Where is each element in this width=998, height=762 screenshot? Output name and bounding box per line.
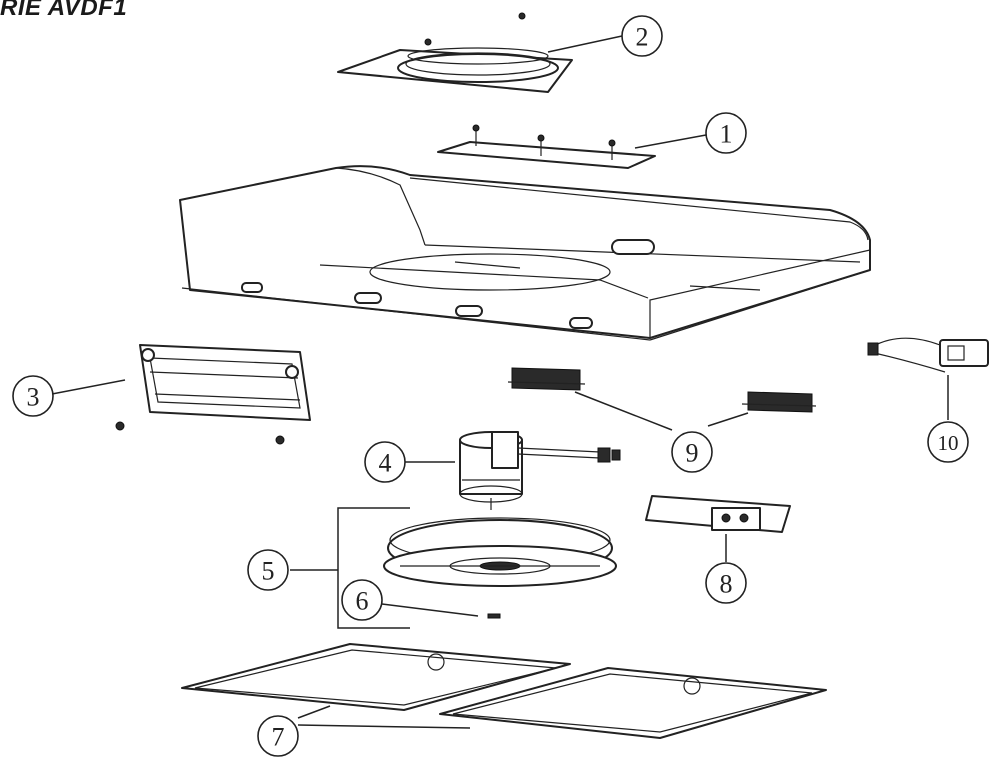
part-wiring-harness bbox=[867, 337, 989, 373]
part-filters bbox=[181, 643, 827, 739]
part-top-cover-plate bbox=[437, 124, 656, 169]
callout-7: 7 bbox=[257, 715, 299, 757]
leader-lines bbox=[51, 35, 949, 729]
callout-5: 5 bbox=[247, 549, 289, 591]
part-blower-wheel bbox=[383, 517, 617, 587]
callout-10: 10 bbox=[927, 421, 969, 463]
part-grease-filter-brackets bbox=[507, 367, 817, 413]
callout-5-label: 5 bbox=[262, 557, 275, 586]
callout-6-label: 6 bbox=[356, 587, 369, 616]
callout-6: 6 bbox=[341, 579, 383, 621]
callout-9-label: 9 bbox=[686, 439, 699, 468]
callout-4: 4 bbox=[364, 441, 406, 483]
callout-4-label: 4 bbox=[379, 449, 392, 478]
callout-2: 2 bbox=[621, 15, 663, 57]
part-control-board bbox=[645, 495, 791, 533]
callout-8: 8 bbox=[705, 562, 747, 604]
part-motor bbox=[459, 431, 621, 510]
part-nut bbox=[487, 613, 501, 619]
callout-3-label: 3 bbox=[27, 383, 40, 412]
diagram-title: RIE AVDF1 bbox=[0, 0, 128, 21]
part-light-housing bbox=[115, 344, 311, 445]
callout-8-label: 8 bbox=[720, 570, 733, 599]
callout-7-label: 7 bbox=[272, 723, 285, 752]
callout-9: 9 bbox=[671, 431, 713, 473]
callout-1-label: 1 bbox=[720, 120, 733, 149]
part-hood-body bbox=[179, 165, 871, 341]
callout-3: 3 bbox=[12, 375, 54, 417]
callout-10-label: 10 bbox=[938, 431, 959, 455]
part-duct-collar bbox=[337, 12, 573, 93]
callout-2-label: 2 bbox=[636, 23, 649, 52]
callout-1: 1 bbox=[705, 112, 747, 154]
